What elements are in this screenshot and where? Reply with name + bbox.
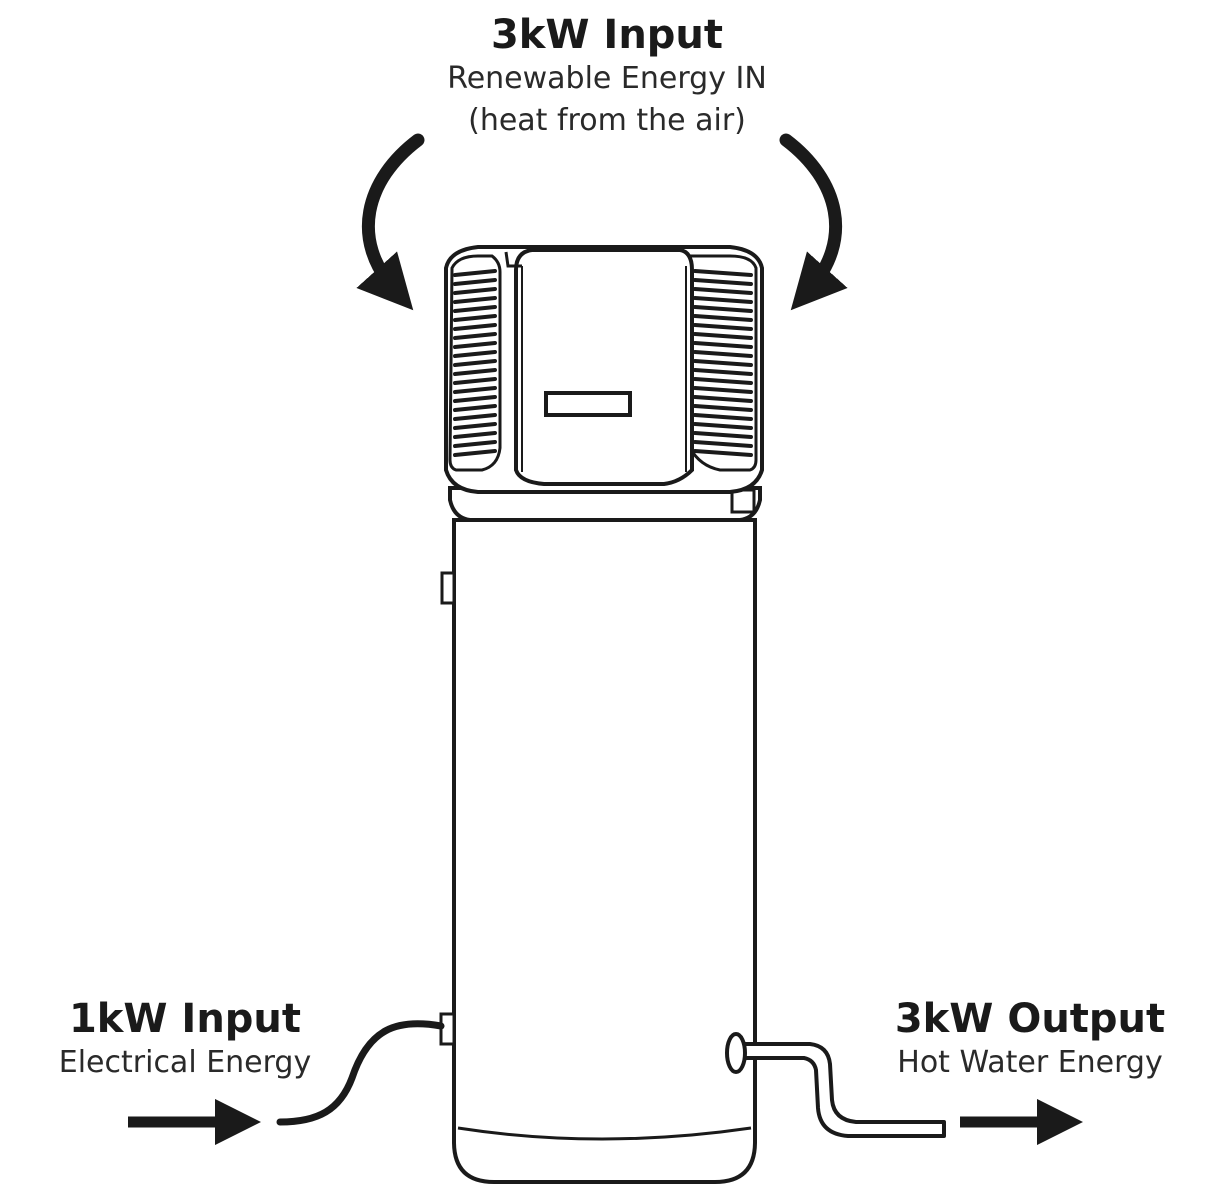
renewable-input-label: 3kW Input Renewable Energy IN (heat from… xyxy=(357,12,857,142)
air-intake-arrow-right xyxy=(779,133,848,311)
renewable-input-line1: Renewable Energy IN xyxy=(447,61,767,96)
electrical-input-subtitle: Electrical Energy xyxy=(58,1045,312,1080)
unit-collar xyxy=(448,486,762,522)
display-panel xyxy=(544,391,632,417)
pipe-fitting xyxy=(725,1032,747,1074)
electrical-input-title: 1kW Input xyxy=(68,996,302,1042)
hot-water-output-label: 3kW Output Hot Water Energy xyxy=(855,996,1205,1084)
electrical-cable xyxy=(276,1020,445,1126)
hot-water-output-title: 3kW Output xyxy=(894,996,1166,1042)
water-tank-body xyxy=(452,518,757,1184)
air-intake-arrow-left xyxy=(356,133,425,311)
panel-top-notch xyxy=(504,251,522,268)
renewable-input-title: 3kW Input xyxy=(490,12,724,58)
hot-water-pipe xyxy=(738,1042,946,1138)
renewable-input-line2: (heat from the air) xyxy=(468,103,746,138)
hot-water-output-subtitle: Hot Water Energy xyxy=(897,1045,1163,1080)
tank-side-bracket xyxy=(440,571,456,605)
left-air-grille xyxy=(448,254,502,472)
right-air-grille xyxy=(688,254,758,472)
electrical-connector xyxy=(439,1012,456,1046)
electrical-input-label: 1kW Input Electrical Energy xyxy=(20,996,350,1084)
tank-bottom-band xyxy=(457,1126,752,1141)
front-panel xyxy=(514,248,694,486)
